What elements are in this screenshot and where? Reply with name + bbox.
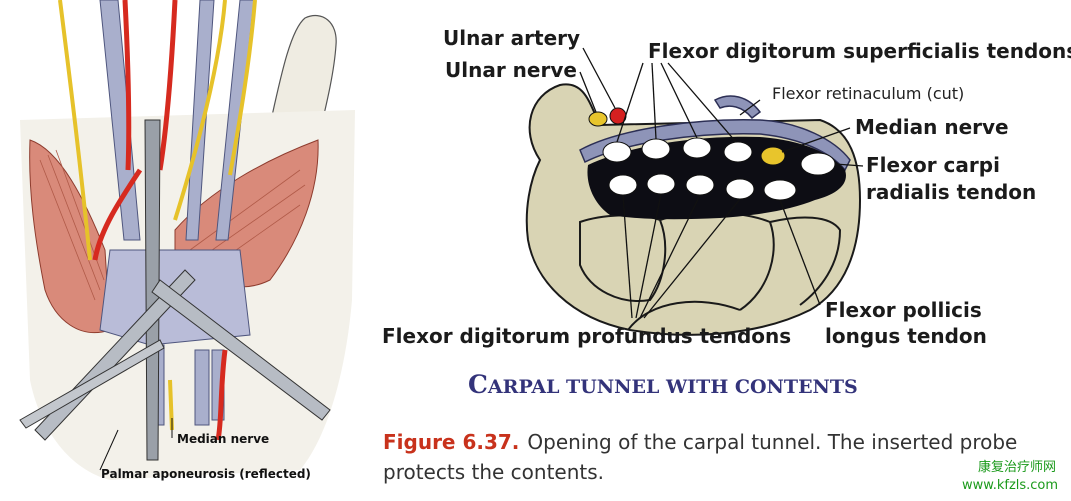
label-flexor-retinaculum: Flexor retinaculum (cut): [772, 84, 964, 103]
median-nerve-oval: [760, 146, 786, 166]
watermark: 康复治疗师网 www.kfzls.com: [962, 459, 1058, 493]
fcr-tendon: [800, 152, 836, 176]
caption-text-line1: Opening of the carpal tunnel. The insert…: [527, 430, 1017, 454]
arteries: [92, 0, 228, 441]
hand-dissection-illustration: Median nerve Palmar aponeurosis (reflect…: [19, 0, 355, 481]
surgical-instruments: [19, 119, 331, 461]
label-ulnar-artery: Ulnar artery: [443, 26, 580, 50]
label-median-nerve: Median nerve: [855, 115, 1009, 139]
label-fds-tendons: Flexor digitorum superficialis tendons: [648, 39, 1071, 63]
caption-line1: Figure 6.37. Opening of the carpal tunnel…: [383, 430, 1017, 454]
label-fdp-tendons: Flexor digitorum profundus tendons: [382, 324, 791, 348]
label-palmar-aponeurosis: Palmar aponeurosis (reflected): [101, 467, 311, 481]
fdp-tendons: [608, 173, 755, 200]
section-title: CARPAL TUNNEL WITH CONTENTS: [468, 370, 858, 399]
caption-line2: protects the contents.: [383, 460, 604, 484]
label-ulnar-nerve: Ulnar nerve: [445, 58, 577, 82]
label-median-nerve-left: Median nerve: [177, 432, 269, 446]
label-fpl-line1: Flexor pollicis: [825, 298, 982, 322]
leader-lines: [579, 47, 864, 319]
fpl-tendon: [763, 179, 797, 201]
label-fcr-line2: radialis tendon: [866, 180, 1036, 204]
watermark-line2: www.kfzls.com: [962, 478, 1058, 493]
watermark-line1: 康复治疗师网: [978, 459, 1056, 475]
nerves: [58, 0, 257, 431]
retinaculum-cut-flap: [713, 95, 762, 120]
ulnar-nerve-dot: [588, 111, 608, 127]
figure-caption: Figure 6.37. Opening of the carpal tunnel…: [383, 430, 1017, 484]
fds-tendons: [602, 137, 753, 163]
caption-figure-number: Figure 6.37.: [383, 430, 519, 454]
section-title-initial: C: [468, 370, 488, 399]
label-fcr-line1: Flexor carpi: [866, 153, 1000, 177]
carpal-tunnel-cross-section: Ulnar artery Ulnar nerve Flexor digitoru…: [382, 26, 1071, 399]
section-title-rest: ARPAL TUNNEL WITH CONTENTS: [487, 376, 858, 398]
label-fpl-line2: longus tendon: [825, 324, 987, 348]
